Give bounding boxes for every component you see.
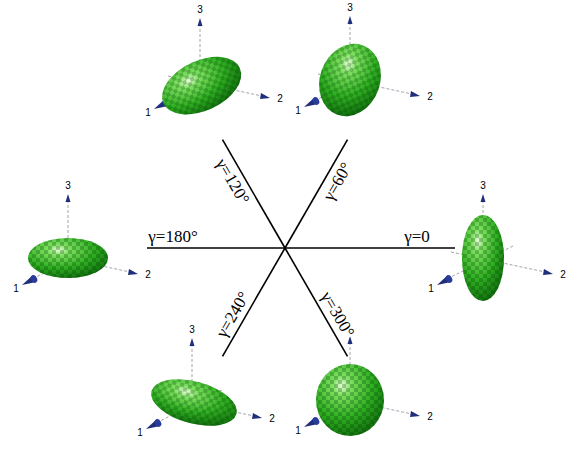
axis-number: 2 — [427, 92, 433, 102]
axis-number: 3 — [480, 181, 486, 191]
axis-number: 2 — [145, 270, 151, 280]
axis-number: 3 — [189, 325, 195, 335]
axis-number: 2 — [427, 412, 433, 422]
axis-number: 1 — [13, 284, 19, 294]
axis-number: 2 — [560, 270, 566, 280]
axis-number: 2 — [277, 94, 283, 104]
axis-number: 3 — [65, 181, 71, 191]
axis-number: 3 — [197, 5, 203, 15]
gamma-label: γ=180° — [147, 228, 198, 245]
ellipsoid-figure — [304, 336, 420, 436]
ellipsoid-figure — [22, 194, 138, 285]
axis-number: 2 — [269, 414, 275, 424]
ellipsoid-figure — [153, 18, 270, 126]
axis-number: 3 — [347, 3, 353, 13]
gamma-label: γ=60° — [319, 158, 355, 204]
ellipsoid-figure — [304, 16, 420, 125]
axis-number: 1 — [295, 106, 301, 116]
axis-number: 1 — [295, 426, 301, 436]
axis-number: 1 — [428, 284, 434, 294]
axis-number: 1 — [145, 108, 151, 118]
ellipsoid-figure — [146, 338, 262, 434]
gamma-line — [147, 140, 455, 357]
ellipsoid-figure — [437, 194, 553, 301]
axis-number: 1 — [137, 428, 143, 438]
gamma-label: γ=0 — [403, 228, 431, 245]
